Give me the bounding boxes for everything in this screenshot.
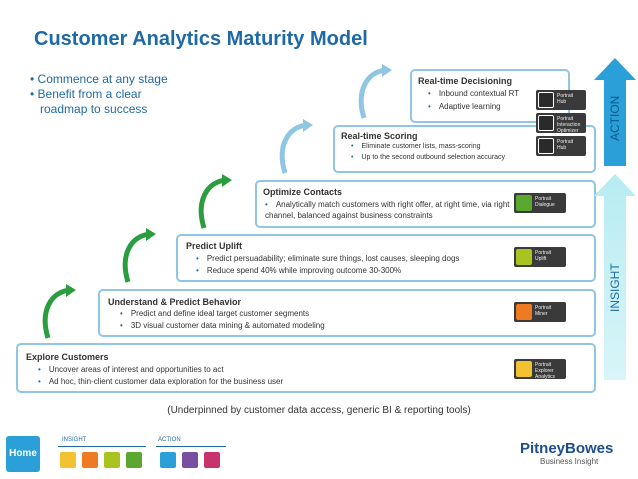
hub-icon[interactable] xyxy=(160,452,176,468)
hub-icon xyxy=(538,138,554,154)
step-heading: Optimize Contacts xyxy=(263,187,343,197)
step-bullet: Uncover areas of interest and opportunit… xyxy=(38,365,224,374)
step-bullet: Reduce spend 40% while improving outcome… xyxy=(196,266,401,275)
hub-icon xyxy=(538,92,554,108)
insight-label: INSIGHT xyxy=(608,263,622,312)
intro-item: Commence at any stage xyxy=(30,72,190,87)
action-arrow-icon xyxy=(594,58,636,166)
divider xyxy=(156,446,226,447)
step-heading: Predict Uplift xyxy=(186,241,243,251)
step-bullet: Predict and define ideal target customer… xyxy=(120,309,309,318)
footer: Home INSIGHT ACTION PitneyBowes Business… xyxy=(0,428,638,479)
step-heading: Real-time Decisioning xyxy=(418,76,513,86)
product-badge: Portrait Interaction Optimizer xyxy=(536,113,586,134)
step-real-time-scoring: Real-time Scoring Eliminate customer lis… xyxy=(333,125,596,173)
step-bullet: Predict persuadability; eliminate sure t… xyxy=(196,254,460,263)
curved-arrow-icon xyxy=(358,64,392,119)
step-bullet: Eliminate customer lists, mass-scoring xyxy=(351,143,480,150)
badge-label: Portrait Miner xyxy=(535,305,552,317)
product-badge: Portrait Hub xyxy=(536,136,586,156)
action-label: ACTION xyxy=(608,95,622,141)
division-name: Business Insight xyxy=(540,457,599,466)
page-title: Customer Analytics Maturity Model xyxy=(34,28,368,50)
uplift-icon[interactable] xyxy=(104,452,120,468)
underpinned-note: (Underpinned by customer data access, ge… xyxy=(167,405,471,416)
badge-label: Portrait Explorer Analytics xyxy=(535,362,556,380)
step-understand-predict: Understand & Predict Behavior Predict an… xyxy=(98,289,596,337)
badge-label: Portrait Uplift xyxy=(535,250,552,262)
dialogue-icon xyxy=(516,195,532,211)
step-bullet: Ad hoc, thin-client customer data explor… xyxy=(38,377,283,386)
insight-arrow-icon xyxy=(594,174,636,380)
step-explore-customers: Explore Customers Uncover areas of inter… xyxy=(16,343,596,393)
product-badge: Portrait Miner xyxy=(514,302,566,322)
home-button[interactable]: Home xyxy=(6,436,40,472)
footer-action-label: ACTION xyxy=(158,437,181,443)
badge-label: Portrait Hub xyxy=(557,93,574,105)
footer-insight-label: INSIGHT xyxy=(62,437,87,443)
divider xyxy=(58,446,146,447)
intro-list: Commence at any stage Benefit from a cle… xyxy=(30,72,190,117)
miner-icon[interactable] xyxy=(82,452,98,468)
badge-label: Portrait Dialogue xyxy=(535,196,555,208)
curved-arrow-icon xyxy=(198,174,232,229)
step-bullet: Inbound contextual RT xyxy=(428,89,519,98)
product-badge: Portrait Hub xyxy=(536,90,586,110)
explorer-analytics-icon xyxy=(516,361,532,377)
curved-arrow-icon xyxy=(122,228,156,283)
curved-arrow-icon xyxy=(279,119,313,174)
step-heading: Explore Customers xyxy=(26,352,109,362)
intro-item: Benefit from a clear roadmap to success xyxy=(30,87,190,117)
step-bullet: Adaptive learning xyxy=(428,102,501,111)
step-heading: Real-time Scoring xyxy=(341,131,418,141)
product-badge: Portrait Uplift xyxy=(514,247,566,267)
step-bullet: Up to the second outbound selection accu… xyxy=(351,154,505,161)
curved-arrow-icon xyxy=(42,284,76,339)
badge-label: Portrait Interaction Optimizer xyxy=(557,116,581,134)
product-badge: Portrait Explorer Analytics xyxy=(514,359,566,380)
step-bullet: Analytically match customers with right … xyxy=(265,199,515,221)
product-badge: Portrait Dialogue xyxy=(514,193,566,213)
uplift-icon xyxy=(516,249,532,265)
decisioning-icon[interactable] xyxy=(204,452,220,468)
miner-icon xyxy=(516,304,532,320)
pitney-bowes-logo: PitneyBowes Business Insight xyxy=(520,440,613,466)
dialogue-icon[interactable] xyxy=(126,452,142,468)
explorer-analytics-icon[interactable] xyxy=(60,452,76,468)
badge-label: Portrait Hub xyxy=(557,139,574,151)
interaction-optimizer-icon[interactable] xyxy=(182,452,198,468)
company-name: PitneyBowes xyxy=(520,440,614,457)
step-heading: Understand & Predict Behavior xyxy=(108,297,242,307)
interaction-optimizer-icon xyxy=(538,115,554,131)
step-bullet: 3D visual customer data mining & automat… xyxy=(120,321,325,330)
